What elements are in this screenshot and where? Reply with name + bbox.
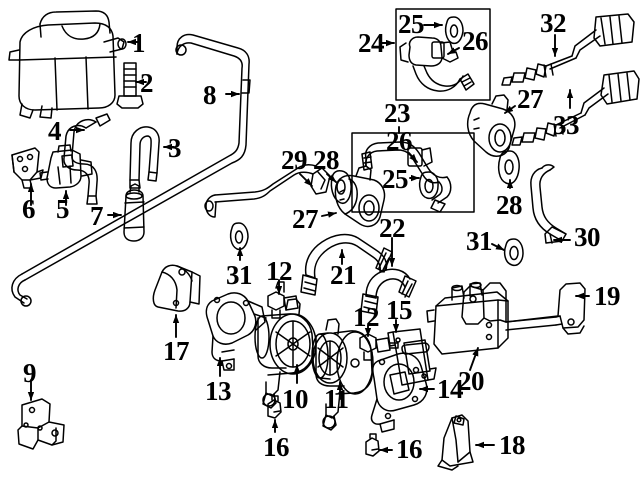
callout-leaders bbox=[27, 21, 590, 454]
part-filter-canister bbox=[123, 183, 145, 242]
callout-28b: 28 bbox=[496, 190, 523, 220]
callout-28: 28 bbox=[313, 145, 340, 175]
callout-19: 19 bbox=[594, 281, 621, 311]
callout-32: 32 bbox=[540, 8, 567, 38]
part-pump-bracket-13 bbox=[205, 292, 267, 371]
callout-29: 29 bbox=[281, 145, 308, 175]
callout-24: 24 bbox=[358, 28, 385, 58]
part-valve-bracket bbox=[11, 147, 44, 189]
callout-13: 13 bbox=[205, 376, 232, 406]
inset-box-24 bbox=[395, 8, 491, 101]
part-seal-ring-2 bbox=[503, 238, 524, 267]
part-slotted-rail bbox=[387, 328, 437, 386]
callout-25b: 25 bbox=[382, 164, 409, 194]
part-air-hose-upper bbox=[300, 233, 393, 296]
part-hose-short bbox=[129, 126, 160, 189]
part-flange-gasket-2 bbox=[497, 150, 520, 185]
part-control-module-20 bbox=[426, 281, 509, 355]
part-check-valve-2 bbox=[466, 94, 516, 157]
callout-12: 12 bbox=[266, 256, 293, 286]
callout-18: 18 bbox=[499, 430, 526, 460]
callout-4: 4 bbox=[48, 116, 62, 146]
callout-17: 17 bbox=[163, 336, 190, 366]
callout-6: 6 bbox=[22, 194, 36, 224]
part-oxygen-sensor-upper bbox=[501, 13, 635, 86]
callout-16: 16 bbox=[263, 432, 290, 462]
part-oxygen-sensor-lower bbox=[511, 70, 640, 146]
part-check-valve-1 bbox=[334, 165, 386, 228]
part-heat-shield bbox=[152, 264, 201, 312]
callout-27b: 27 bbox=[292, 204, 319, 234]
callout-22: 22 bbox=[379, 213, 406, 243]
callout-8: 8 bbox=[203, 80, 217, 110]
inset-box-23 bbox=[351, 132, 475, 213]
callout-3: 3 bbox=[168, 133, 182, 163]
callout-15: 15 bbox=[386, 295, 413, 325]
callout-5: 5 bbox=[56, 194, 70, 224]
callout-9: 9 bbox=[23, 358, 37, 388]
callout-27: 27 bbox=[517, 84, 544, 114]
callout-25: 25 bbox=[398, 9, 425, 39]
part-purge-valve bbox=[39, 144, 93, 189]
part-vent-line-long bbox=[11, 33, 251, 307]
part-clip-16b bbox=[365, 433, 380, 457]
part-air-pump-11 bbox=[311, 318, 374, 431]
callout-10: 10 bbox=[282, 384, 309, 414]
callout-33: 33 bbox=[553, 110, 580, 140]
callout-23: 23 bbox=[384, 98, 411, 128]
part-pump-mount-14 bbox=[370, 352, 428, 433]
part-crossmember-19 bbox=[461, 282, 586, 335]
callout-7: 7 bbox=[90, 201, 104, 231]
callout-2: 2 bbox=[140, 68, 154, 98]
part-clip-16a bbox=[267, 395, 282, 419]
part-air-hose-lower bbox=[360, 268, 417, 315]
callout-31b: 31 bbox=[466, 226, 493, 256]
callout-11: 11 bbox=[324, 384, 349, 414]
part-support-bracket-18 bbox=[437, 414, 474, 471]
callout-21: 21 bbox=[330, 260, 357, 290]
callout-26b: 26 bbox=[386, 126, 413, 156]
callout-1: 1 bbox=[132, 28, 146, 58]
callout-14: 14 bbox=[437, 374, 464, 404]
part-air-injection-pipe bbox=[204, 163, 331, 218]
callout-31: 31 bbox=[226, 260, 253, 290]
part-canister-body bbox=[8, 10, 127, 119]
callout-12b: 12 bbox=[353, 302, 380, 332]
part-mounting-bracket-9 bbox=[17, 398, 65, 450]
part-seal-ring-1 bbox=[229, 222, 249, 251]
callout-20: 20 bbox=[458, 366, 485, 396]
callout-26: 26 bbox=[462, 26, 489, 56]
part-air-pipe-rear bbox=[530, 164, 567, 244]
callout-30: 30 bbox=[574, 222, 601, 252]
callout-16b: 16 bbox=[396, 434, 423, 464]
part-bolt bbox=[116, 62, 144, 109]
part-hose-curved bbox=[63, 113, 111, 205]
part-flange-gasket-1 bbox=[330, 170, 352, 204]
